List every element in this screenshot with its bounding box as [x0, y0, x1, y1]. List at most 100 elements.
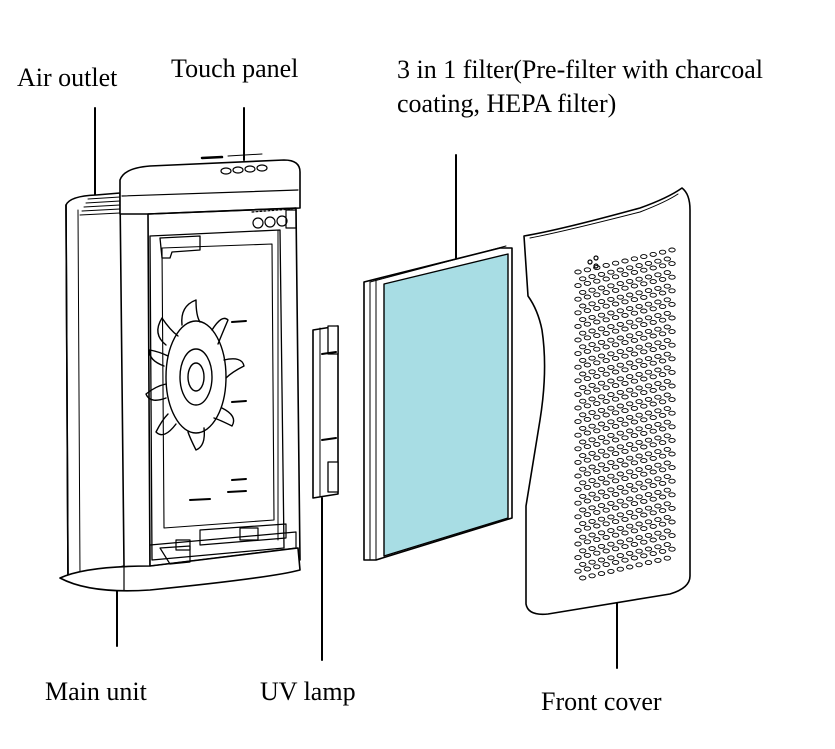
- perforation-hole: [654, 299, 662, 305]
- perforation-hole: [644, 464, 653, 470]
- perforation-hole: [597, 448, 606, 454]
- perforation-hole: [640, 430, 648, 436]
- perforation-hole: [602, 371, 610, 377]
- perforation-hole: [658, 426, 667, 432]
- perforation-hole: [630, 392, 639, 398]
- perforation-hole: [649, 496, 657, 502]
- perforation-hole: [611, 505, 620, 511]
- perforation-hole: [588, 491, 596, 497]
- perforation-hole: [658, 276, 667, 282]
- perforation-hole: [654, 285, 662, 291]
- perforation-hole: [574, 500, 582, 506]
- perforation-hole: [640, 376, 648, 382]
- perforation-hole: [654, 489, 662, 495]
- perforation-hole: [630, 351, 639, 357]
- perforation-hole: [597, 571, 606, 577]
- perforation-hole: [602, 317, 610, 323]
- perforation-hole: [579, 425, 587, 431]
- perforation-hole: [640, 539, 648, 545]
- perforation-hole: [644, 315, 653, 321]
- perforation-hole: [649, 292, 657, 298]
- perforation-hole: [668, 451, 676, 457]
- perforation-hole: [583, 267, 592, 273]
- perforation-hole: [649, 265, 657, 271]
- perforation-hole: [593, 537, 601, 543]
- perforation-hole: [616, 389, 624, 395]
- perforation-hole: [654, 462, 662, 468]
- perforation-hole: [616, 512, 624, 518]
- perforation-hole: [593, 414, 601, 420]
- perforation-hole: [593, 305, 601, 311]
- perforation-hole: [583, 362, 592, 368]
- perforation-hole: [654, 517, 662, 523]
- perforation-hole: [579, 276, 587, 282]
- perforation-hole: [607, 405, 615, 411]
- perforation-hole: [574, 432, 582, 438]
- perforation-hole: [593, 455, 601, 461]
- perforation-hole: [663, 392, 671, 398]
- perforation-hole: [602, 507, 610, 513]
- perforation-hole: [640, 267, 648, 273]
- perforation-hole: [597, 435, 606, 441]
- perforation-hole: [602, 385, 610, 391]
- perforation-hole: [621, 326, 629, 332]
- perforation-hole: [588, 573, 596, 579]
- perforation-hole: [635, 439, 643, 445]
- perforation-hole: [621, 394, 629, 400]
- perforation-hole: [621, 530, 629, 536]
- perforation-hole: [640, 498, 648, 504]
- perforation-hole: [607, 528, 615, 534]
- perforation-hole: [611, 559, 620, 565]
- perforation-hole: [649, 374, 657, 380]
- perforation-hole: [574, 337, 582, 343]
- perforation-hole: [621, 272, 629, 278]
- perforation-hole: [663, 256, 671, 262]
- perforation-hole: [611, 355, 620, 361]
- perforation-hole: [626, 523, 634, 529]
- perforation-hole: [616, 498, 624, 504]
- perforation-hole: [630, 297, 639, 303]
- perforation-hole: [658, 344, 667, 350]
- perforation-hole: [574, 568, 582, 574]
- perforation-hole: [616, 281, 624, 287]
- perforation-hole: [611, 383, 620, 389]
- perforation-hole: [602, 358, 610, 364]
- perforation-hole: [635, 371, 643, 377]
- perforation-hole: [668, 288, 676, 294]
- perforation-hole: [630, 487, 639, 493]
- perforation-hole: [658, 263, 667, 269]
- perforation-hole: [621, 476, 629, 482]
- perforation-hole: [668, 465, 676, 471]
- perforation-hole: [658, 385, 667, 391]
- perforation-hole: [663, 433, 671, 439]
- perforation-hole: [649, 333, 657, 339]
- perforation-hole: [602, 262, 610, 268]
- perforation-hole: [607, 568, 615, 574]
- perforation-hole: [607, 337, 615, 343]
- perforation-hole: [607, 351, 615, 357]
- perforation-hole: [579, 521, 587, 527]
- perforation-hole: [588, 546, 596, 552]
- perforation-hole: [574, 473, 582, 479]
- perforation-hole: [640, 458, 648, 464]
- perforation-hole: [654, 367, 662, 373]
- perforation-hole: [640, 444, 648, 450]
- perforation-hole: [663, 338, 671, 344]
- perforation-hole: [579, 357, 587, 363]
- perforation-hole: [658, 372, 667, 378]
- perforation-hole: [583, 539, 592, 545]
- perforation-hole: [654, 272, 662, 278]
- perforation-hole: [607, 378, 615, 384]
- perforation-hole: [574, 364, 582, 370]
- perforation-hole: [649, 510, 657, 516]
- perforation-hole: [616, 485, 624, 491]
- perforation-hole: [668, 410, 676, 416]
- perforation-hole: [607, 296, 615, 302]
- perforation-hole: [644, 532, 653, 538]
- perforation-hole: [602, 534, 610, 540]
- perforation-hole: [597, 367, 606, 373]
- perforation-hole: [583, 457, 592, 463]
- perforation-hole: [611, 396, 620, 402]
- perforation-hole: [588, 437, 596, 443]
- perforation-hole: [583, 525, 592, 531]
